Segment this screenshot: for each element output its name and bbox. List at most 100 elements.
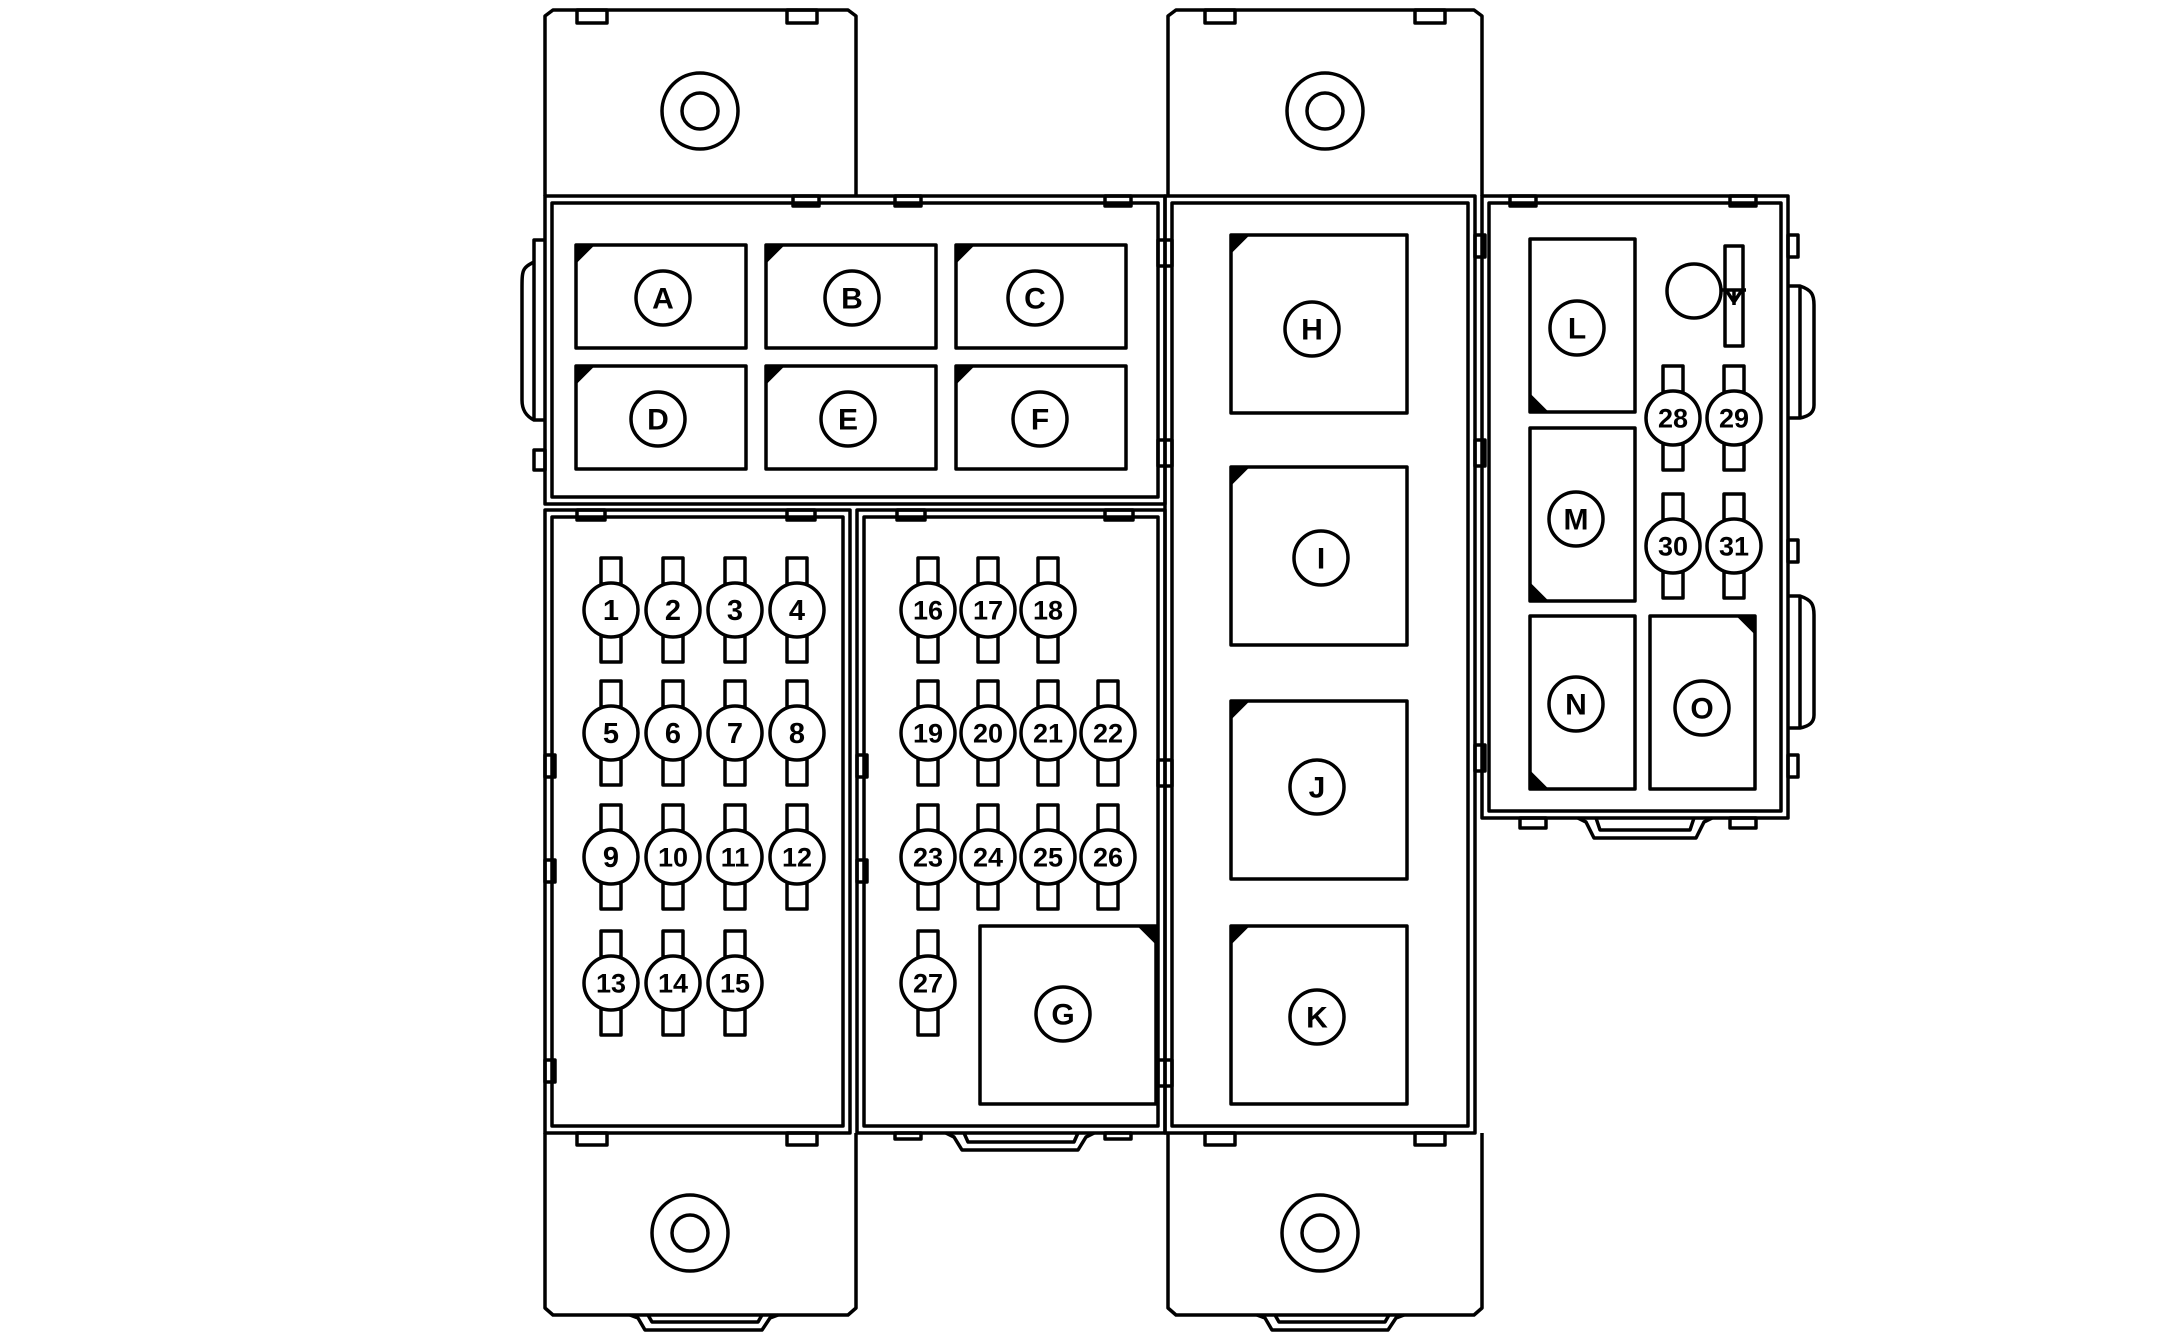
relay-a: A <box>574 243 748 350</box>
relay-d: D <box>574 364 748 471</box>
orientation-mark-icon <box>1736 615 1756 635</box>
relay-c: C <box>954 243 1128 350</box>
fuse-19: 19 <box>899 679 957 787</box>
fuse-label: 27 <box>913 968 943 998</box>
housings <box>520 194 1816 1152</box>
relay-label: N <box>1565 689 1587 722</box>
relay-label: E <box>838 404 858 437</box>
relay-f: F <box>954 364 1128 471</box>
orientation-mark-icon <box>1137 925 1157 945</box>
relay-i: I <box>1229 465 1409 647</box>
fuse-29: 29 <box>1705 364 1763 472</box>
relay-m: M <box>1528 426 1637 603</box>
fuse-label: 4 <box>789 595 805 627</box>
orientation-mark-icon <box>575 244 595 264</box>
fuse-label: 1 <box>603 595 619 627</box>
fuse-label: 23 <box>913 842 943 872</box>
fuse-label: 29 <box>1719 403 1749 433</box>
fuse-27: 27 <box>899 929 957 1037</box>
orientation-mark-icon <box>765 365 785 385</box>
orientation-mark-icon <box>1529 770 1549 790</box>
fuse-10: 10 <box>644 803 702 911</box>
fuse-label: 17 <box>973 595 1003 625</box>
fuse-label: 19 <box>913 718 943 748</box>
relay-label: I <box>1317 543 1325 576</box>
fuse-label: 31 <box>1719 531 1749 561</box>
bolt-hole-icon <box>1280 1193 1360 1273</box>
relay-h: H <box>1229 233 1409 415</box>
fuse-5: 5 <box>582 679 640 787</box>
fuse-12: 12 <box>768 803 826 911</box>
fuse-label: 20 <box>973 718 1003 748</box>
fuse-6: 6 <box>644 679 702 787</box>
fuse-15: 15 <box>706 929 764 1037</box>
orientation-mark-icon <box>1230 925 1250 945</box>
fuse-11: 11 <box>706 803 764 911</box>
fuse-25: 25 <box>1019 803 1077 911</box>
orientation-mark-icon <box>575 365 595 385</box>
fuse-label: 5 <box>603 718 619 750</box>
relay-label: M <box>1564 504 1589 537</box>
fuse-14: 14 <box>644 929 702 1037</box>
fuse-label: 10 <box>658 842 688 872</box>
bolt-hole-icon <box>650 1193 730 1273</box>
fuse-label: 8 <box>789 718 805 750</box>
orientation-mark-icon <box>1230 466 1250 486</box>
fuse-13: 13 <box>582 929 640 1037</box>
relay-label: F <box>1031 404 1049 437</box>
fuse-label: 25 <box>1033 842 1063 872</box>
fuse-21: 21 <box>1019 679 1077 787</box>
fuse-17: 17 <box>959 556 1017 664</box>
fuse-22: 22 <box>1079 679 1137 787</box>
orientation-mark-icon <box>1529 393 1549 413</box>
relay-k: K <box>1229 924 1409 1106</box>
bolt-hole-icon <box>1285 71 1365 151</box>
relay-label: L <box>1568 313 1586 346</box>
housing-fuse-left <box>543 508 852 1135</box>
relay-label: J <box>1309 772 1326 805</box>
fuse-30: 30 <box>1644 492 1702 600</box>
fuse-label: 3 <box>727 595 743 627</box>
relay-label: D <box>647 404 669 437</box>
relay-b: B <box>764 243 938 350</box>
fuse-label: 14 <box>658 968 688 998</box>
bracket-bottom-left <box>543 1131 858 1332</box>
relay-g: G <box>978 924 1158 1106</box>
bracket-top-right <box>1166 8 1484 196</box>
fuse-label: 6 <box>665 718 681 750</box>
fuse-label: 18 <box>1033 595 1063 625</box>
orientation-mark-icon <box>1230 234 1250 254</box>
orientation-mark-icon <box>1230 700 1250 720</box>
fuse-20: 20 <box>959 679 1017 787</box>
relay-n: N <box>1528 614 1637 791</box>
fuse-1: 1 <box>582 556 640 664</box>
fuse-label: 9 <box>603 842 619 874</box>
relay-label: C <box>1024 283 1046 316</box>
fuse-28: 28 <box>1644 364 1702 472</box>
fuse-label: 12 <box>782 842 812 872</box>
bracket-top-left <box>543 8 858 196</box>
diode-32 <box>1665 244 1746 348</box>
relay-label: B <box>841 283 863 316</box>
orientation-mark-icon <box>955 365 975 385</box>
housing-relay-top <box>520 194 1167 506</box>
fuse-label: 26 <box>1093 842 1123 872</box>
fuse-9: 9 <box>582 803 640 911</box>
relay-e: E <box>764 364 938 471</box>
relay-boxes: A B C D E F G H I J K L M N O <box>574 233 1757 1106</box>
orientation-mark-icon <box>955 244 975 264</box>
fuse-7: 7 <box>706 679 764 787</box>
fuse-24: 24 <box>959 803 1017 911</box>
fuse-label: 28 <box>1658 403 1688 433</box>
fuse-label: 16 <box>913 595 943 625</box>
fuse-31: 31 <box>1705 492 1763 600</box>
orientation-mark-icon <box>1529 582 1549 602</box>
fuse-26: 26 <box>1079 803 1137 911</box>
fuse-label: 7 <box>727 718 743 750</box>
relay-label: O <box>1690 693 1713 726</box>
fuse-label: 15 <box>720 968 750 998</box>
relay-j: J <box>1229 699 1409 881</box>
relay-label: G <box>1051 999 1074 1032</box>
